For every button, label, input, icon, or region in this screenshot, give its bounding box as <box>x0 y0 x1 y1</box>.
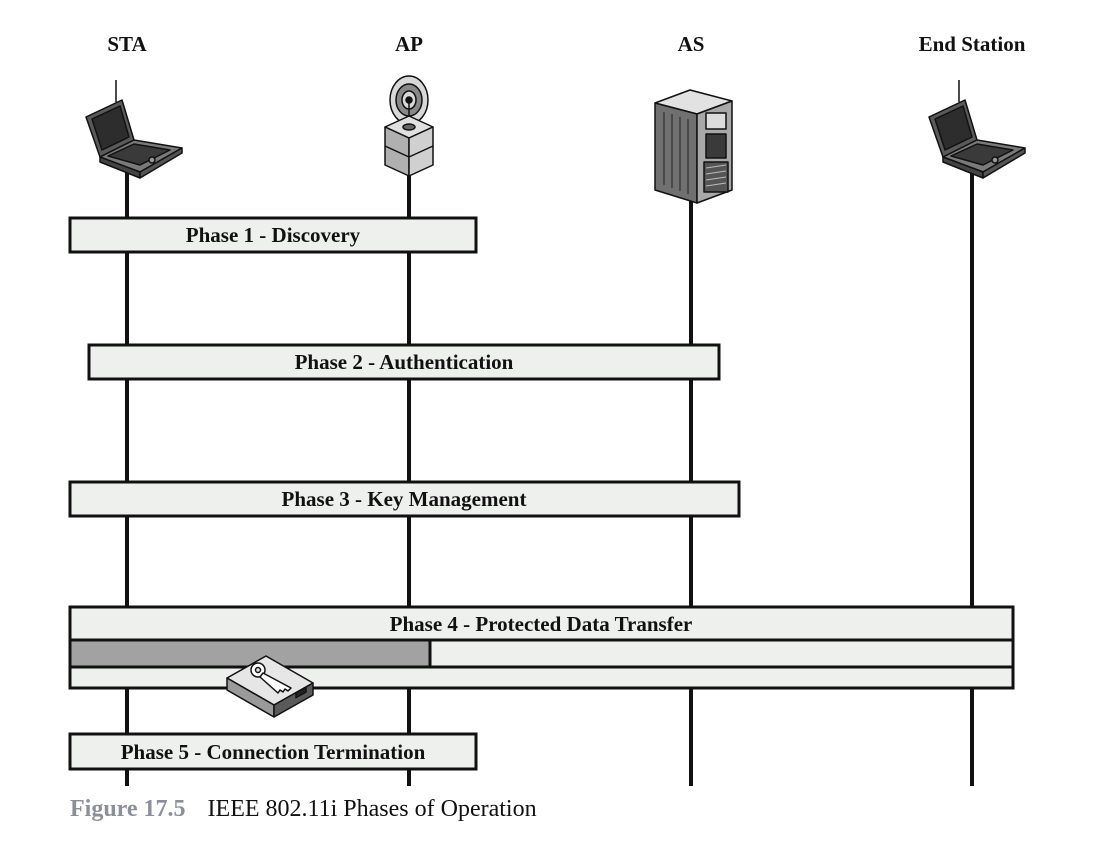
phase-4-label: Phase 4 - Protected Data Transfer <box>390 612 693 636</box>
phase-1-label: Phase 1 - Discovery <box>186 223 361 247</box>
entity-label-end-station: End Station <box>919 32 1026 56</box>
phase-4-box: Phase 4 - Protected Data Transfer <box>68 605 1015 690</box>
figure-number: Figure 17.5 <box>70 796 186 822</box>
figure-title: IEEE 802.11i Phases of Operation <box>207 796 537 822</box>
phase-1-box: Phase 1 - Discovery <box>68 216 478 254</box>
entity-label-as: AS <box>678 32 705 56</box>
key-device-icon <box>226 655 314 718</box>
access-point-icon <box>384 75 434 177</box>
entity-label-ap: AP <box>395 32 423 56</box>
phase-5-label: Phase 5 - Connection Termination <box>121 740 426 764</box>
entity-label-sta: STA <box>107 32 147 56</box>
laptop-icon <box>928 80 1026 179</box>
server-icon <box>654 89 733 204</box>
phase-5-box: Phase 5 - Connection Termination <box>68 732 478 771</box>
phase-2-box: Phase 2 - Authentication <box>87 343 721 381</box>
phase-2-label: Phase 2 - Authentication <box>295 350 514 374</box>
phase-3-box: Phase 3 - Key Management <box>68 480 741 518</box>
protected-channel-shaded <box>71 641 430 666</box>
figure-caption: Figure 17.5 IEEE 802.11i Phases of Operat… <box>70 796 537 823</box>
phase-3-label: Phase 3 - Key Management <box>282 487 527 511</box>
laptop-icon <box>85 80 183 179</box>
